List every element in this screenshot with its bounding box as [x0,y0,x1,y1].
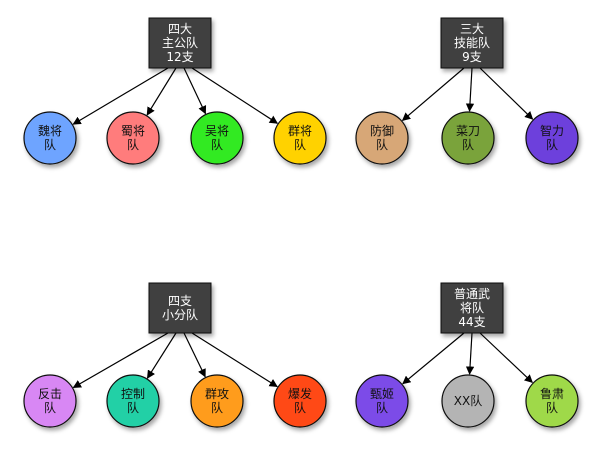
team-node-0-1: 蜀将队 [106,111,160,165]
edge-3-1 [465,332,475,375]
team-node-label: 防御 [370,123,394,138]
team-node-label: 队 [376,400,388,415]
edge-1-0 [401,67,465,122]
group-header-line: 9支 [462,50,482,64]
team-node-2-1: 控制队 [106,374,160,428]
group-header-line: 44支 [458,315,485,329]
team-node-circle [106,374,160,428]
group-header-box [148,17,212,69]
team-node-1-0: 防御队 [355,111,409,165]
team-node-label: 队 [294,137,306,152]
team-node-circle [190,374,244,428]
group-header-line: 普通武 [454,287,490,301]
team-node-label: 队 [44,400,56,415]
team-node-circle [190,111,244,165]
edge-0-1 [146,67,177,116]
edge-3-2 [479,332,533,384]
team-node-label: 队 [546,400,558,415]
team-node-circle [525,374,579,428]
team-node-3-1: XX队 [441,374,495,428]
edge-3-0 [402,332,465,385]
team-node-circle [273,111,327,165]
team-node-circle [441,374,495,428]
team-node-2-2: 群攻队 [190,374,244,428]
team-node-label: 魏将 [38,123,62,138]
group-header-line: 12支 [166,50,193,64]
team-node-label: 控制 [121,387,145,401]
edge-0-3 [191,67,279,124]
group-header-line: 主公队 [162,35,198,50]
team-node-label: 吴将 [205,124,229,138]
team-node-label: 队 [376,137,388,152]
team-node-2-0: 反击队 [23,374,77,428]
team-node-label: 鲁肃 [540,387,564,401]
team-node-0-3: 群将队 [273,111,327,165]
team-node-label: 队 [211,400,223,415]
team-node-label: 队 [294,400,306,415]
group-header-box [148,282,212,334]
team-node-label: 群攻 [205,387,229,401]
team-node-label: 队 [546,137,558,152]
team-node-0-0: 魏将队 [23,111,77,165]
group-header-line: 小分队 [162,307,198,322]
team-node-label: 队 [44,137,56,152]
team-node-circle [23,111,77,165]
team-node-2-3: 爆发队 [273,374,327,428]
team-node-label: 甄姬 [370,387,394,401]
edge-2-2 [183,332,206,378]
group-header-line: 四大 [168,22,192,36]
group-header-line: 四支 [168,294,192,308]
team-node-label: 队 [462,137,474,152]
team-node-label: XX队 [454,393,482,408]
team-node-label: 蜀将 [121,124,145,138]
team-node-label: 反击 [38,387,62,401]
team-node-circle [106,111,160,165]
team-node-label: 队 [211,137,223,152]
team-node-circle [441,111,495,165]
team-node-circle [525,111,579,165]
edge-2-3 [191,332,278,388]
edge-2-0 [72,332,169,389]
team-node-circle [273,374,327,428]
team-node-3-2: 鲁肃队 [525,374,579,428]
edge-2-1 [146,332,177,379]
team-node-1-1: 菜刀队 [441,111,495,165]
team-node-label: 爆发 [288,386,312,401]
edge-0-2 [183,67,207,115]
team-node-label: 群将 [288,124,312,138]
team-node-label: 队 [127,400,139,415]
team-node-0-2: 吴将队 [190,111,244,165]
team-node-label: 菜刀 [456,124,480,138]
group-header-line: 将队 [460,300,484,315]
group-header-box [440,282,504,334]
team-node-3-0: 甄姬队 [355,374,409,428]
team-node-label: 智力 [540,123,564,138]
edge-1-1 [465,67,475,112]
group-header-line: 技能队 [454,35,490,50]
team-node-circle [355,111,409,165]
team-node-1-2: 智力队 [525,111,579,165]
group-header-box [440,17,504,69]
edge-0-0 [72,67,169,125]
edges-layer [72,67,534,389]
team-node-label: 队 [127,137,139,152]
group-header-line: 三大 [460,22,484,36]
team-node-circle [23,374,77,428]
team-node-circle [355,374,409,428]
edge-1-2 [479,67,534,120]
